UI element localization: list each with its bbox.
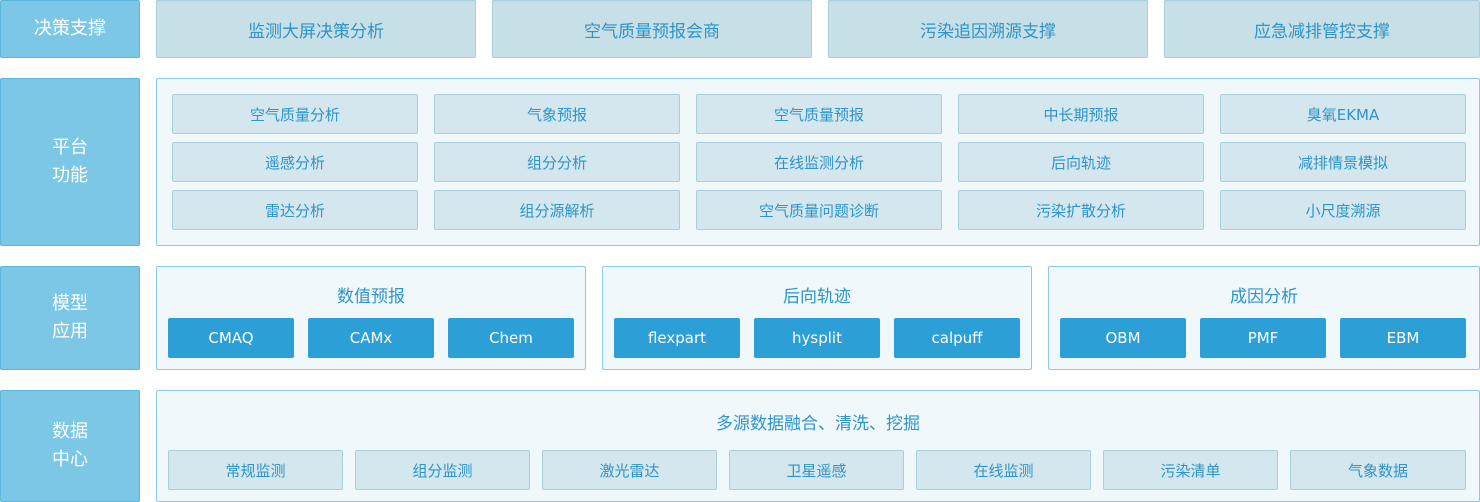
data-source-item[interactable]: 气象数据 (1290, 450, 1466, 490)
model-group-title: 成因分析 (1230, 287, 1298, 307)
function-item[interactable]: 雷达分析 (172, 190, 418, 230)
row-label-platform-line-1: 平台 (52, 137, 88, 158)
model-button[interactable]: PMF (1200, 318, 1326, 358)
function-item[interactable]: 空气质量分析 (172, 94, 418, 134)
model-button[interactable]: Chem (448, 318, 574, 358)
data-center-title: 多源数据融合、清洗、挖掘 (716, 414, 920, 434)
row-label-data-line-1: 数据 (52, 421, 88, 442)
model-button[interactable]: hysplit (754, 318, 880, 358)
function-item[interactable]: 中长期预报 (958, 94, 1204, 134)
data-source-item[interactable]: 在线监测 (916, 450, 1091, 490)
function-item[interactable]: 气象预报 (434, 94, 680, 134)
function-item[interactable]: 小尺度溯源 (1220, 190, 1466, 230)
row-label-data: 数据 中心 (0, 390, 140, 502)
function-item[interactable]: 臭氧EKMA (1220, 94, 1466, 134)
row-label-decision: 决策支撑 (0, 0, 140, 58)
function-item[interactable]: 组分分析 (434, 142, 680, 182)
function-item[interactable]: 减排情景模拟 (1220, 142, 1466, 182)
row-label-model: 模型 应用 (0, 266, 140, 370)
data-source-item[interactable]: 污染清单 (1103, 450, 1278, 490)
function-item[interactable]: 组分源解析 (434, 190, 680, 230)
model-button[interactable]: CAMx (308, 318, 434, 358)
model-button[interactable]: CMAQ (168, 318, 294, 358)
function-item[interactable]: 空气质量预报 (696, 94, 942, 134)
decision-item[interactable]: 污染追因溯源支撑 (828, 0, 1148, 58)
decision-item[interactable]: 应急减排管控支撑 (1164, 0, 1480, 58)
row-label-decision-line-1: 决策支撑 (34, 18, 106, 39)
row-label-model-line-2: 应用 (52, 321, 88, 342)
model-button[interactable]: calpuff (894, 318, 1020, 358)
data-source-item[interactable]: 常规监测 (168, 450, 343, 490)
model-button[interactable]: EBM (1340, 318, 1466, 358)
model-group-title: 数值预报 (337, 287, 405, 307)
data-source-item[interactable]: 激光雷达 (542, 450, 717, 490)
decision-item[interactable]: 监测大屏决策分析 (156, 0, 476, 58)
row-label-data-line-2: 中心 (52, 449, 88, 470)
function-item[interactable]: 遥感分析 (172, 142, 418, 182)
function-item[interactable]: 在线监测分析 (696, 142, 942, 182)
function-item[interactable]: 后向轨迹 (958, 142, 1204, 182)
model-button[interactable]: flexpart (614, 318, 740, 358)
function-item[interactable]: 空气质量问题诊断 (696, 190, 942, 230)
row-label-platform: 平台 功能 (0, 78, 140, 246)
function-item[interactable]: 污染扩散分析 (958, 190, 1204, 230)
row-label-platform-line-2: 功能 (52, 165, 88, 186)
model-button[interactable]: OBM (1060, 318, 1186, 358)
decision-item[interactable]: 空气质量预报会商 (492, 0, 812, 58)
data-source-item[interactable]: 组分监测 (355, 450, 530, 490)
data-source-item[interactable]: 卫星遥感 (729, 450, 904, 490)
row-label-model-line-1: 模型 (52, 293, 88, 314)
model-group-title: 后向轨迹 (783, 287, 851, 307)
